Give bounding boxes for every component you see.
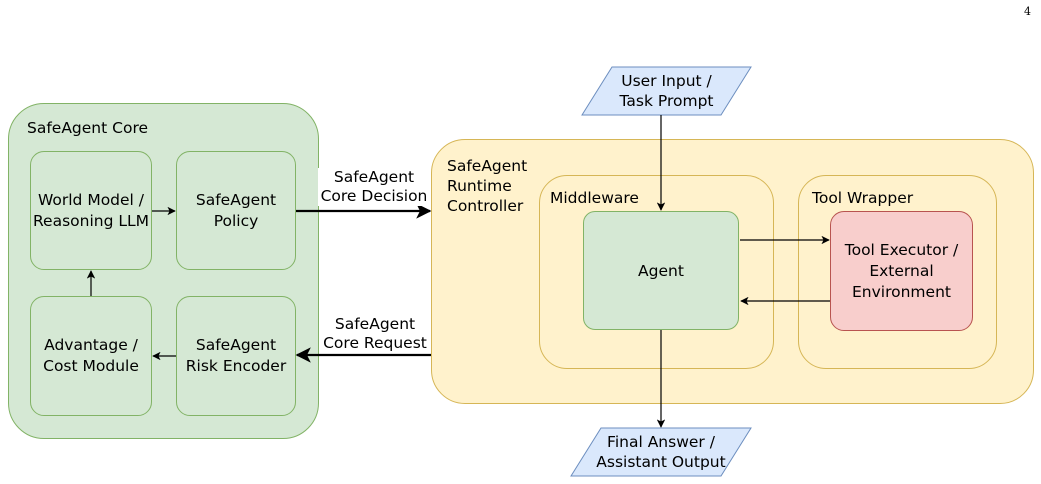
page-number: 4 [1024,5,1031,18]
core-decision-label: SafeAgent Core Decision [318,168,430,206]
tool-executor-line-3: Environment [852,282,951,301]
user-input-line-2: Task Prompt [619,92,714,110]
runtime-title-line-1: SafeAgent [447,157,528,175]
tool-wrapper-title: Tool Wrapper [812,189,914,207]
user-input-shape[interactable] [581,66,752,116]
core-request-line-1: SafeAgent [334,315,416,333]
final-answer-line-2: Assistant Output [596,453,726,471]
agent-label: Agent [638,261,684,280]
safeagent-core-title: SafeAgent Core [27,119,149,137]
world-model-line-1: World Model / [37,190,145,209]
middleware-title: Middleware [550,189,639,207]
risk-encoder-box[interactable]: SafeAgent Risk Encoder [176,296,296,416]
policy-line-1: SafeAgent [195,190,277,209]
policy-box[interactable]: SafeAgent Policy [176,151,296,270]
runtime-title-line-2: Runtime [447,177,512,195]
tool-executor-line-1: Tool Executor / [844,240,959,259]
runtime-controller-title: SafeAgent Runtime Controller [447,156,527,216]
core-decision-line-2: Core Decision [320,187,428,205]
tool-executor-box[interactable]: Tool Executor / External Environment [830,211,973,331]
agent-box[interactable]: Agent [583,211,739,330]
risk-encoder-line-1: SafeAgent [195,336,277,354]
user-input-line-1: User Input / [621,72,712,90]
world-model-box[interactable]: World Model / Reasoning LLM [30,151,152,270]
policy-line-2: Policy [213,211,259,230]
tool-executor-line-2: External [869,261,934,280]
risk-encoder-line-2: Risk Encoder [185,357,287,375]
final-answer-label: Final Answer / Assistant Output [571,432,751,472]
final-answer-shape[interactable] [570,427,752,477]
advantage-line-1: Advantage / [44,336,138,354]
final-answer-line-1: Final Answer / [607,433,715,451]
runtime-title-line-3: Controller [447,197,524,215]
core-request-line-2: Core Request [323,334,427,352]
advantage-line-2: Cost Module [43,357,139,375]
user-input-label: User Input / Task Prompt [582,71,751,111]
core-decision-line-1: SafeAgent [333,168,415,186]
core-request-label: SafeAgent Core Request [320,315,430,353]
advantage-box[interactable]: Advantage / Cost Module [30,296,152,416]
world-model-line-2: Reasoning LLM [32,211,150,230]
